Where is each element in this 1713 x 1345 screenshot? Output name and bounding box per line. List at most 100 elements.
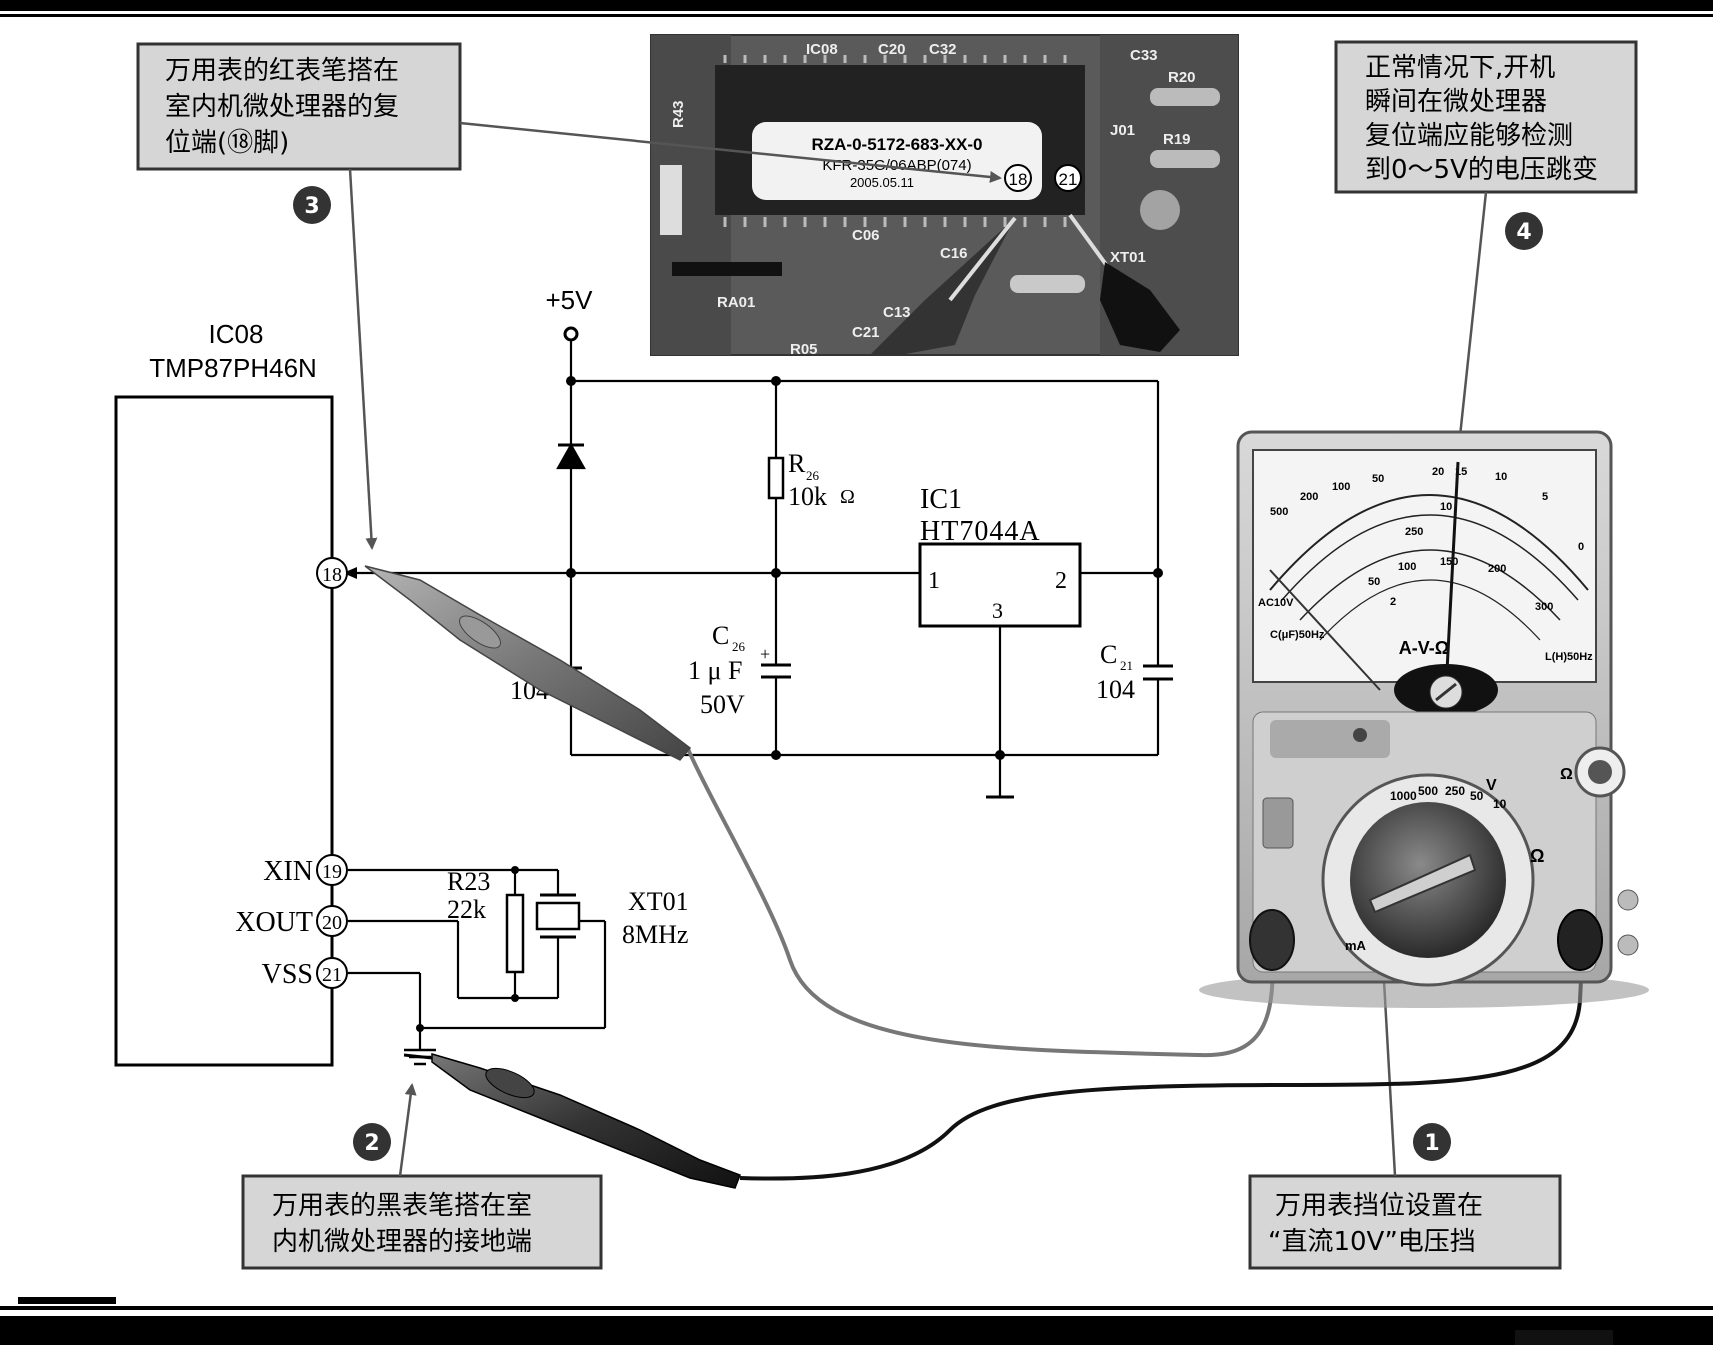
callout-black-probe-line2: 内机微处理器的接地端 <box>272 1227 532 1257</box>
r26-value: 10k <box>788 482 827 511</box>
step-badge-4: 4 <box>1505 212 1543 250</box>
scale-label-250: 250 <box>1405 526 1423 538</box>
c26-polarity: + <box>760 644 770 664</box>
meter-l-label: L(H)50Hz <box>1545 651 1593 663</box>
c21-value: 104 <box>1096 675 1135 704</box>
silk-c16: C16 <box>940 245 968 262</box>
step-badge-1: 1 <box>1413 1123 1451 1161</box>
silk-ra01: RA01 <box>717 294 755 311</box>
xt01-ref: XT01 <box>628 887 689 916</box>
pin20-number: 20 <box>322 912 342 934</box>
silk-c20: C20 <box>878 41 906 58</box>
meter-black-jack <box>1557 909 1603 971</box>
c21-ref: C <box>1100 640 1117 669</box>
scale-label-0: 0 <box>1578 541 1584 553</box>
callout-range-setting: 万用表挡位设置在 “直流10V”电压挡 <box>1248 1174 1562 1270</box>
red-probe <box>364 565 1275 1058</box>
callout-red-probe-line2: 室内机微处理器的复 <box>165 92 399 122</box>
silk-r20: R20 <box>1168 69 1196 86</box>
scale-label-300: 300 <box>1535 601 1553 613</box>
r26-unit: Ω <box>840 486 855 508</box>
scale-label-100b: 100 <box>1398 561 1416 573</box>
vcc-label: +5V <box>546 285 594 315</box>
pin18-circle <box>316 557 348 589</box>
chip-marking-line1: RZA-0-5172-683-XX-0 <box>811 135 982 154</box>
multimeter: 500 200 100 50 20 15 10 5 0 250 50 10 2 … <box>1199 430 1649 1008</box>
callout-range-line2: “直流10V”电压挡 <box>1268 1227 1476 1257</box>
meter-ohm-adjust-label: Ω <box>1560 766 1573 783</box>
r26-body <box>767 456 785 500</box>
c26-voltage: 50V <box>700 690 745 719</box>
ic1-pin1: 1 <box>928 568 940 594</box>
pin18-number: 18 <box>322 564 342 586</box>
meter-red-jack <box>1249 909 1295 971</box>
r23-ref: R23 <box>447 867 490 896</box>
xt01-body <box>535 901 581 931</box>
photo-pin18-label: 18 <box>1009 170 1028 189</box>
chip-marking-line3: 2005.05.11 <box>850 175 914 190</box>
xt01-freq: 8MHz <box>622 920 688 949</box>
callout-range-line1: 万用表挡位设置在 <box>1275 1191 1483 1221</box>
meter-v-label: V <box>1486 777 1497 794</box>
pin20-circle <box>316 905 348 937</box>
red-probe-body <box>364 565 692 761</box>
pin19-number: 19 <box>322 861 342 883</box>
diode-symbol <box>556 442 586 470</box>
black-probe-lead <box>739 959 1584 1181</box>
silk-c21: C21 <box>852 324 880 341</box>
pointer-to-meter-scale <box>1453 191 1488 457</box>
svg-text:1: 1 <box>1424 1131 1439 1156</box>
photo-pin18-marker <box>1004 164 1032 192</box>
scale-label-2: 2 <box>1390 596 1396 608</box>
scale-label-150: 150 <box>1440 556 1458 568</box>
r23-body <box>505 893 525 974</box>
scale-label-50b: 50 <box>1368 576 1380 588</box>
scale-label-10b: 10 <box>1440 501 1452 513</box>
callout-red-probe-line1: 万用表的红表笔搭在 <box>165 56 399 86</box>
scale-label-200: 200 <box>1300 491 1318 503</box>
schematic-labels: IC08 TMP87PH46N +5V R 26 10k Ω IC1 HT704… <box>149 285 1135 949</box>
range-dial-pointer <box>1368 853 1477 914</box>
svg-text:2: 2 <box>364 1131 379 1156</box>
photo-pin21-label: 21 <box>1059 170 1078 189</box>
step-badge-2: 2 <box>353 1123 391 1161</box>
dial-label-250: 250 <box>1445 784 1465 798</box>
scale-label-500: 500 <box>1270 506 1288 518</box>
silk-r19: R19 <box>1163 131 1191 148</box>
silk-c32: C32 <box>929 41 957 58</box>
ic08-ref: IC08 <box>209 319 264 349</box>
silk-j01: J01 <box>1110 122 1135 139</box>
callout-voltage-line3: 复位端应能够检测 <box>1365 121 1573 151</box>
meter-ac-label: AC10V <box>1258 597 1294 609</box>
callout-voltage-line2: 瞬间在微处理器 <box>1365 87 1547 117</box>
chip-label-sticker <box>752 122 1042 200</box>
callout-black-probe: 万用表的黑表笔搭在室 内机微处理器的接地端 <box>241 1174 603 1270</box>
pointer-red-to-pin18 <box>348 168 378 550</box>
callout-red-probe-line3: 位端(⑱脚) <box>165 128 289 158</box>
ic1-pin2: 2 <box>1055 568 1067 594</box>
vcc-terminal <box>563 326 579 342</box>
photo-red-probe-tip <box>870 218 1015 355</box>
pointer-red-to-photo <box>459 121 1002 183</box>
ic08-pins: 18 19 20 21 XIN XOUT VSS <box>235 557 348 990</box>
scale-label-200b: 200 <box>1488 563 1506 575</box>
callout-voltage-line1: 正常情况下,开机 <box>1365 53 1555 83</box>
meter-scale-window <box>1252 449 1597 683</box>
c21-sub: 21 <box>1120 658 1133 673</box>
callout-red-probe: 万用表的红表笔搭在 室内机微处理器的复 位端(⑱脚) <box>136 42 462 171</box>
r26-sub: 26 <box>806 468 820 483</box>
svg-text:4: 4 <box>1516 220 1531 245</box>
scale-label-10: 10 <box>1495 471 1507 483</box>
pin19-circle <box>316 854 348 886</box>
meter-mode-label: A-V-Ω <box>1399 638 1449 658</box>
ic08-body <box>114 395 334 1067</box>
dial-label-500: 500 <box>1418 784 1438 798</box>
c26-value: 1 μ F <box>688 656 742 685</box>
r23-value: 22k <box>447 895 486 924</box>
step-badge-3: 3 <box>293 186 331 224</box>
dial-label-1000: 1000 <box>1390 789 1417 803</box>
pin-xout-label: XOUT <box>235 907 313 938</box>
schematic <box>114 326 1173 1067</box>
